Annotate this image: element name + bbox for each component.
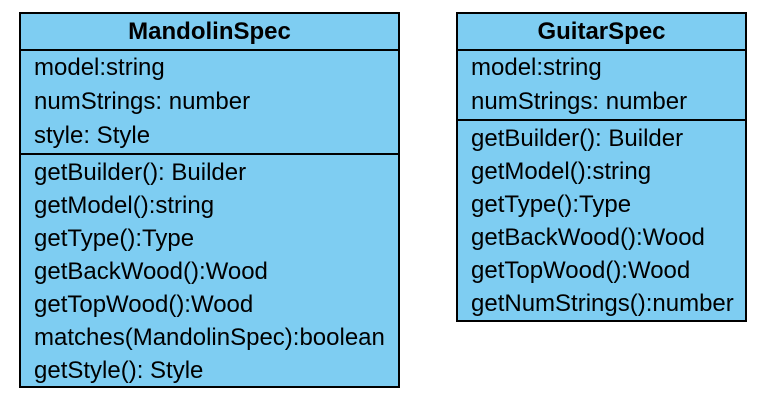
- method-row: getBackWood():Wood: [471, 224, 705, 251]
- method-row: getTopWood():Wood: [471, 257, 691, 284]
- method-row: getStyle(): Style: [34, 357, 204, 384]
- method-row: matches(MandolinSpec):boolean: [34, 324, 385, 351]
- method-row: getModel():string: [34, 192, 215, 219]
- attribute-row: numStrings: number: [34, 88, 251, 115]
- method-row: getBuilder(): Builder: [34, 159, 247, 186]
- class-box-mandolinspec: MandolinSpec model:string numStrings: num…: [19, 12, 400, 388]
- method-row: getType():Type: [471, 191, 632, 218]
- method-row: getBackWood():Wood: [34, 258, 268, 285]
- attributes-compartment: model:string numStrings: number: [458, 51, 745, 121]
- attributes-compartment: model:string numStrings: number style: Sty…: [21, 51, 398, 155]
- methods-compartment: getBuilder(): Builder getModel():string ge…: [458, 121, 745, 320]
- attribute-row: model:string: [471, 54, 602, 81]
- attribute-row: model:string: [34, 54, 165, 81]
- class-name-heading: GuitarSpec: [458, 14, 745, 51]
- class-box-guitarspec: GuitarSpec model:string numStrings: numbe…: [456, 12, 747, 322]
- method-row: getModel():string: [471, 158, 652, 185]
- method-row: getBuilder(): Builder: [471, 125, 684, 152]
- method-row: getType():Type: [34, 225, 195, 252]
- attribute-row: numStrings: number: [471, 88, 688, 115]
- method-row: getTopWood():Wood: [34, 291, 254, 318]
- methods-compartment: getBuilder(): Builder getModel():string ge…: [21, 155, 398, 386]
- method-row: getNumStrings():number: [471, 290, 734, 317]
- attribute-row: style: Style: [34, 122, 151, 149]
- class-name-heading: MandolinSpec: [21, 14, 398, 51]
